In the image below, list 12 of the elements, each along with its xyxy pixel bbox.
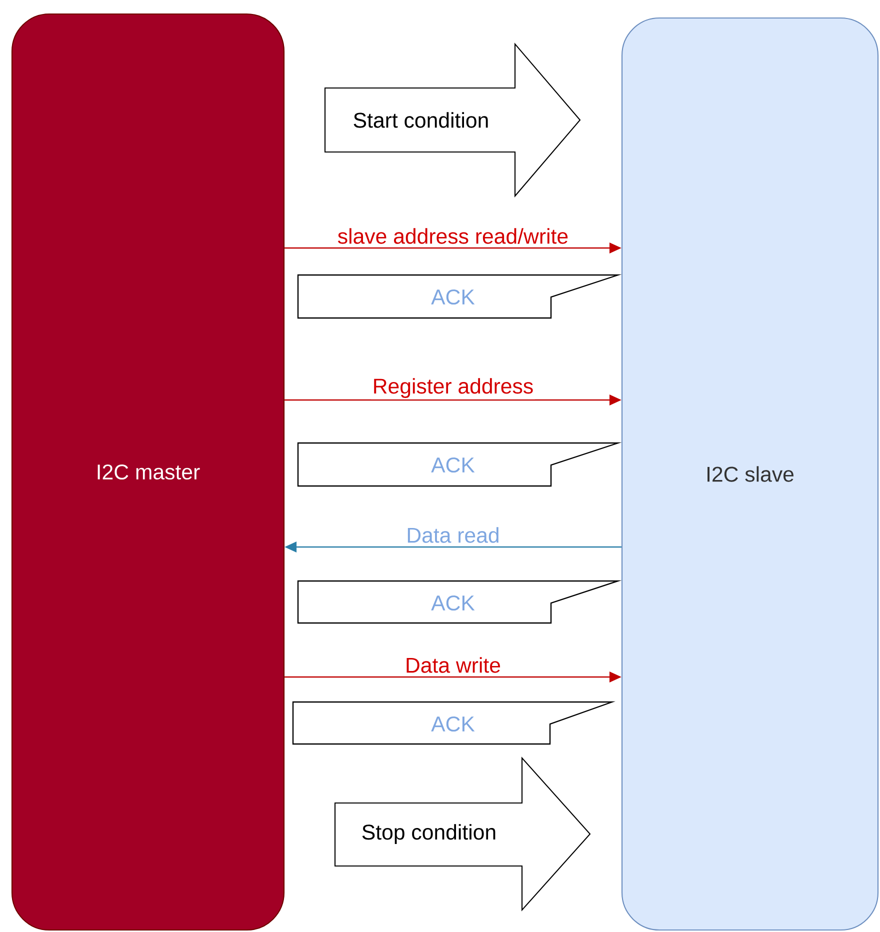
callout-box: ACK [297, 442, 622, 487]
callout-box: ACK [297, 274, 622, 319]
callout-box: ACK [292, 701, 616, 745]
arrow-shaped-box: Stop condition [334, 756, 591, 912]
process-box: I2C slave [621, 17, 879, 931]
edge-label: Register address [371, 376, 535, 400]
edge-label: slave address read/write [336, 226, 570, 246]
edge-label: Data read [404, 526, 502, 544]
callout-box: ACK [297, 580, 622, 624]
process-box: I2C master [11, 13, 285, 931]
arrow-shaped-box: Start condition [324, 42, 581, 198]
edge-label: Data write [404, 656, 502, 674]
